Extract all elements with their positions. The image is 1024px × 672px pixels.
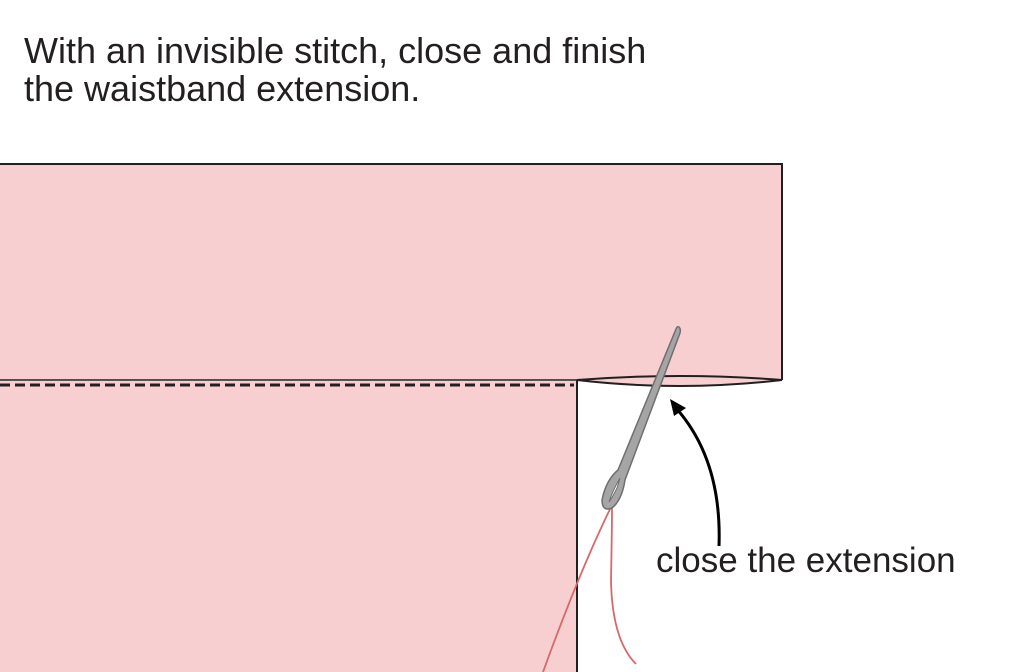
curved-arrow-icon: [670, 399, 721, 547]
instruction-text: With an invisible stitch, close and fini…: [24, 32, 646, 108]
thread-icon: [542, 504, 637, 672]
needle-icon: [601, 326, 682, 510]
close-extension-label: close the extension: [656, 541, 956, 580]
garment-body: [0, 380, 578, 672]
waistband-extension: [0, 163, 783, 381]
instruction-line-1: With an invisible stitch, close and fini…: [24, 30, 647, 71]
extension-opening: [576, 375, 783, 387]
instruction-line-2: the waistband extension.: [24, 68, 421, 109]
